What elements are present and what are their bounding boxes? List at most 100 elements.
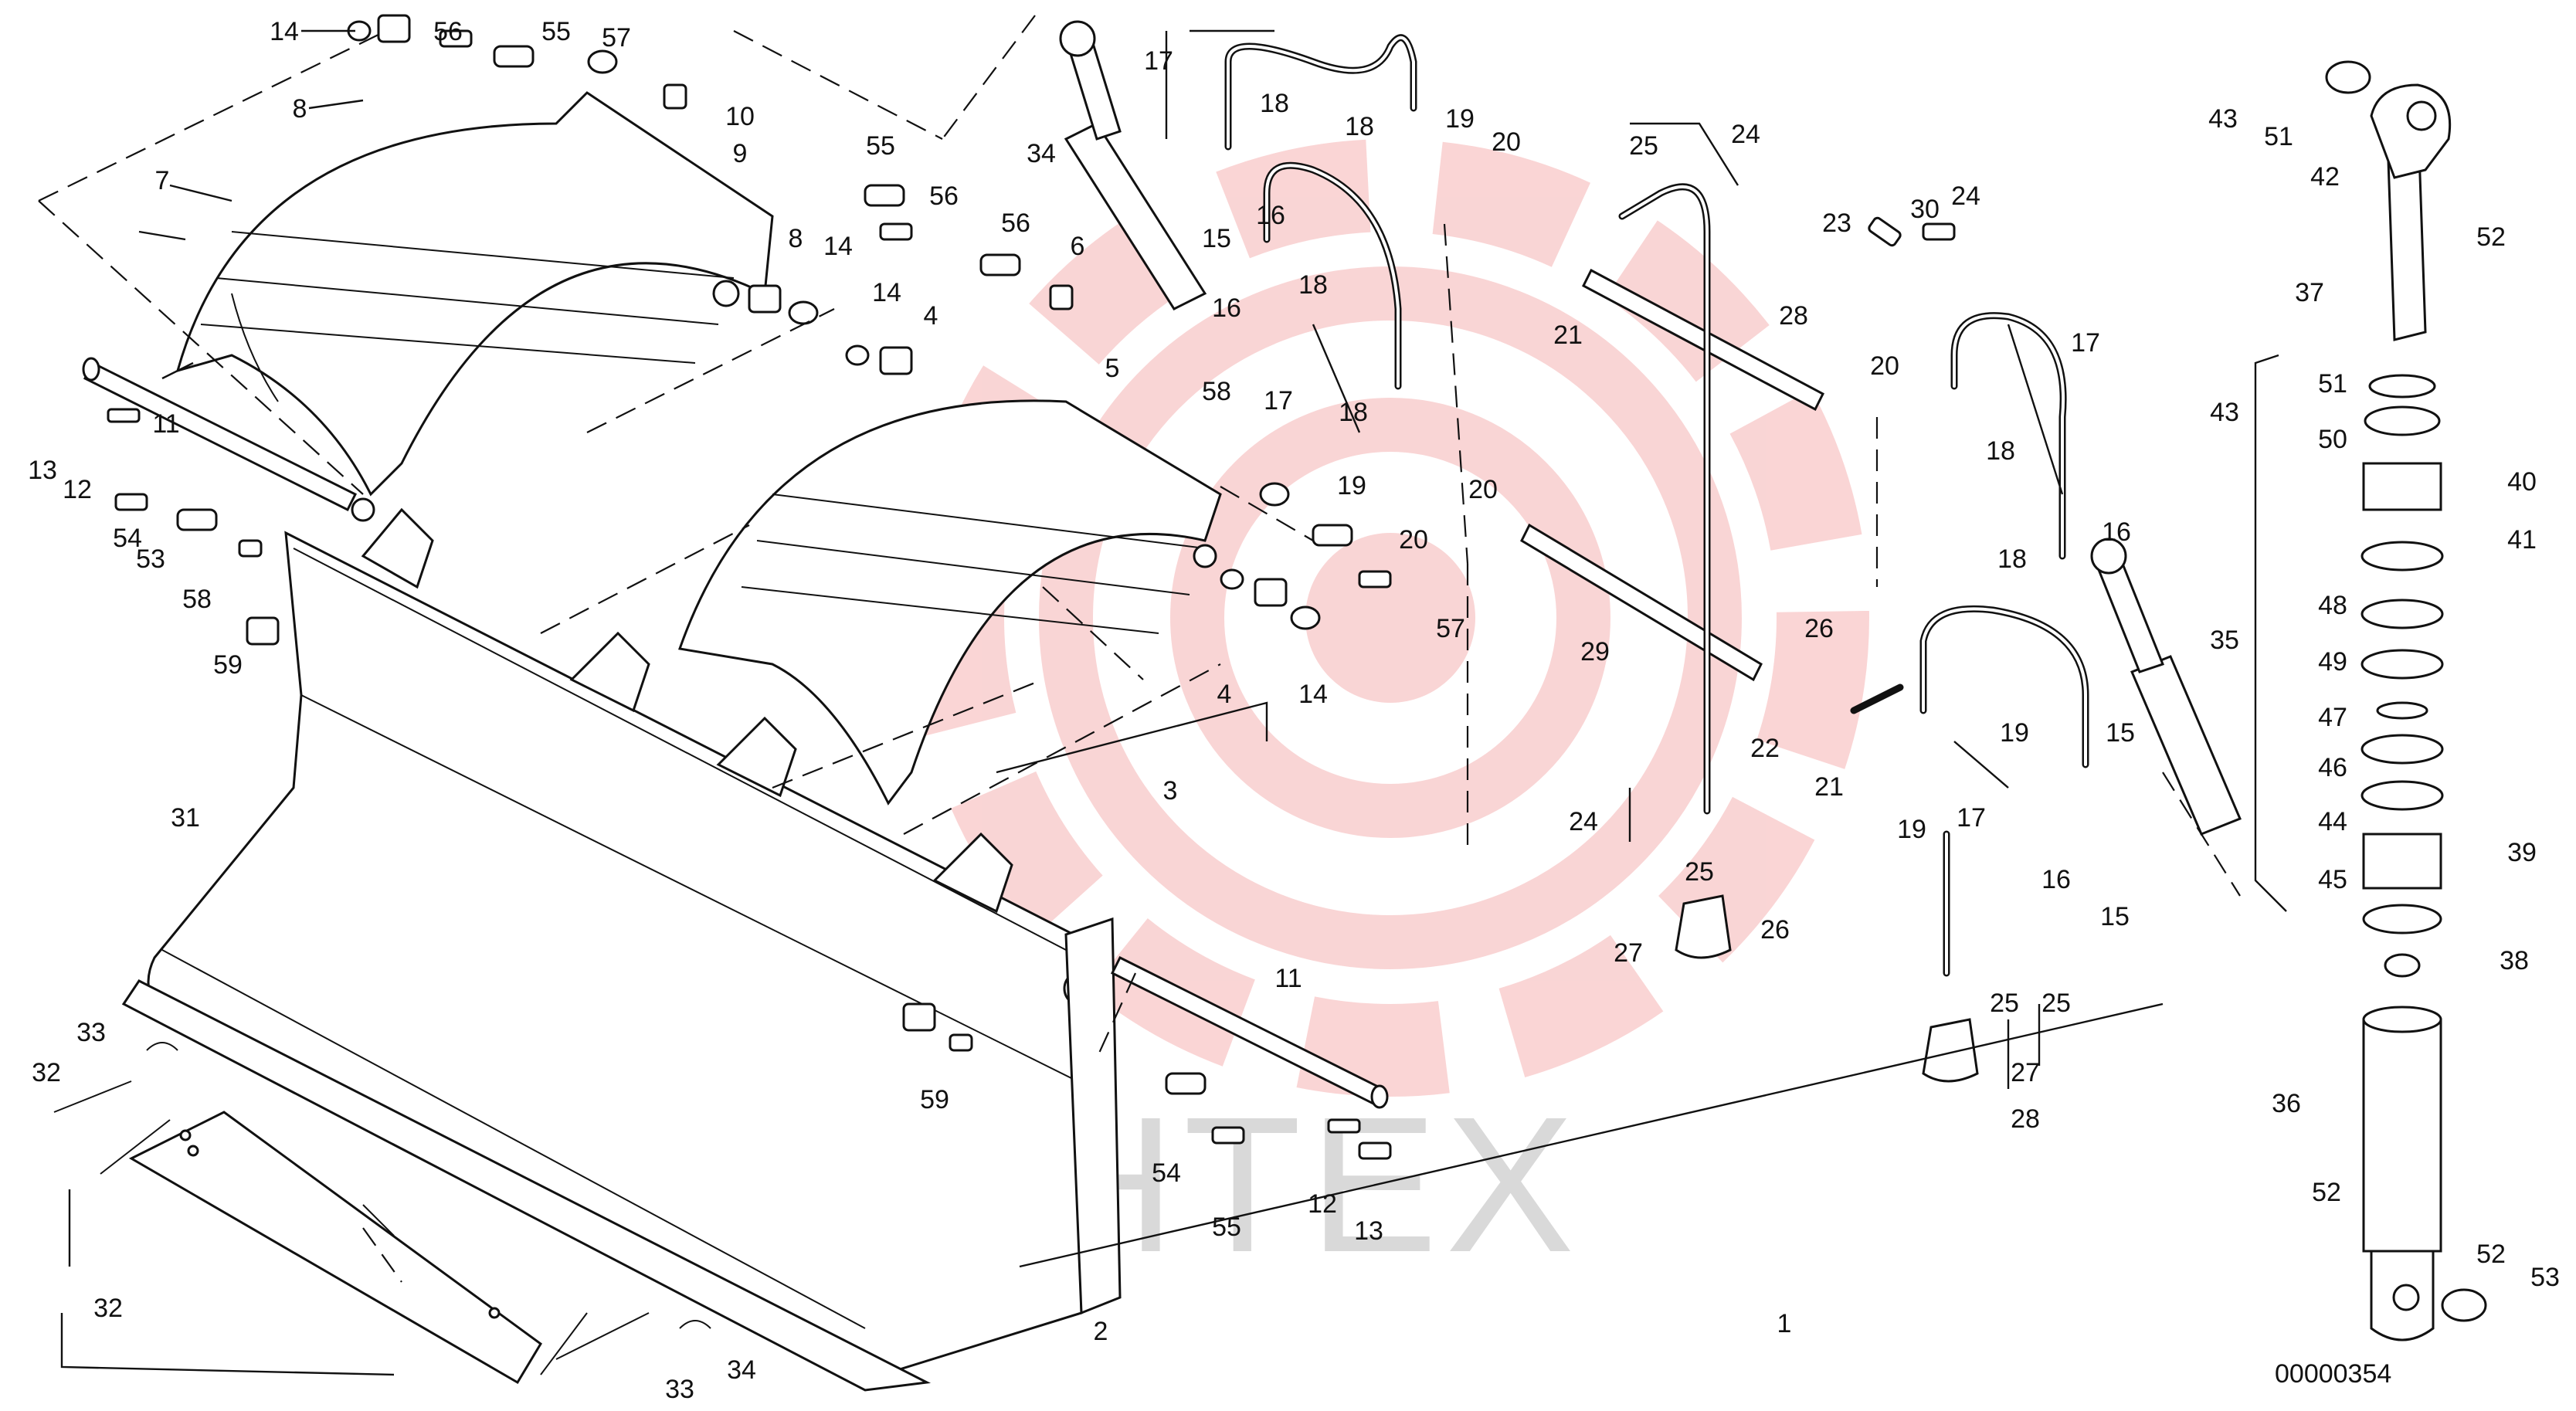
- callout-label: 13: [1354, 1216, 1383, 1246]
- cutting-edge-31: [128, 1111, 542, 1385]
- callout-label: 55: [866, 131, 895, 161]
- callout-label: 43: [2210, 398, 2239, 427]
- callout-label: 21: [1814, 772, 1844, 802]
- callout-label: 14: [872, 278, 901, 307]
- callout-label: 11: [152, 409, 179, 439]
- callout-label: 56: [433, 17, 463, 46]
- callout-label: 25: [1990, 989, 2019, 1018]
- callout-label: 17: [1264, 386, 1293, 415]
- callout-label: 50: [2318, 425, 2347, 454]
- leader-lines: [60, 29, 2287, 1376]
- callout-label: 37: [2295, 278, 2324, 307]
- callout-label: 28: [1779, 301, 1808, 331]
- callout-label: 59: [213, 650, 243, 680]
- callout-label: 19: [1897, 815, 1926, 844]
- small-parts: [107, 14, 1979, 1160]
- callout-label: 28: [2011, 1104, 2040, 1134]
- callout-label: 24: [1569, 807, 1598, 836]
- callout-label: 17: [1957, 803, 1986, 833]
- callout-label: 18: [1345, 112, 1374, 141]
- callout-label: 56: [929, 181, 959, 211]
- callout-label: 40: [2507, 467, 2537, 497]
- callout-label: 47: [2318, 703, 2347, 732]
- callout-label: 29: [1580, 637, 1610, 666]
- drawing-number: 00000354: [2275, 1359, 2391, 1389]
- callout-label: 43: [2208, 104, 2238, 134]
- callout-label: 30: [1910, 195, 1940, 224]
- callout-label: 8: [789, 224, 803, 253]
- callout-label: 26: [1804, 614, 1834, 643]
- callout-label: 24: [1951, 181, 1980, 211]
- callout-label: 16: [2102, 517, 2131, 547]
- callout-label: 2: [1094, 1317, 1108, 1346]
- shaft-11-left: [82, 357, 358, 512]
- callout-label: 14: [823, 232, 853, 261]
- bucket: [121, 507, 1122, 1392]
- callout-label: 55: [541, 17, 571, 46]
- callout-label: 25: [2041, 989, 2071, 1018]
- callout-label: 18: [1260, 89, 1289, 118]
- tube-28-upper: [1582, 268, 1824, 412]
- callout-label: 56: [1001, 209, 1030, 238]
- callout-label: 32: [32, 1058, 61, 1087]
- callout-label: 16: [2041, 865, 2071, 894]
- tube-28-lower: [1520, 523, 1763, 682]
- callout-label: 57: [602, 23, 631, 53]
- callout-label: 21: [1553, 321, 1583, 350]
- callout-label: 32: [93, 1294, 123, 1323]
- callout-label: 17: [2071, 328, 2100, 358]
- callout-label: 22: [1750, 734, 1780, 763]
- callout-label: 19: [2000, 718, 2029, 748]
- callout-label: 27: [1614, 938, 1643, 968]
- callout-label: 14: [270, 17, 299, 46]
- callout-label: 19: [1445, 104, 1475, 134]
- callout-label: 55: [1212, 1213, 1241, 1242]
- callout-label: 52: [2312, 1178, 2341, 1207]
- callout-label: 51: [2264, 122, 2293, 151]
- callout-label: 24: [1731, 120, 1760, 149]
- callout-label: 45: [2318, 865, 2347, 894]
- callout-label: 52: [2476, 222, 2506, 252]
- callout-label: 41: [2507, 525, 2537, 555]
- callout-label: 49: [2318, 647, 2347, 677]
- callout-label: 12: [63, 475, 92, 504]
- callout-label: 5: [1105, 354, 1120, 383]
- callout-label: 12: [1308, 1189, 1337, 1219]
- callout-label: 34: [727, 1355, 756, 1385]
- callout-label: 53: [136, 544, 165, 574]
- callout-label: 17: [1144, 46, 1173, 76]
- callout-label: 10: [725, 102, 755, 131]
- callout-label: 20: [1492, 127, 1521, 157]
- callout-label: 14: [1298, 680, 1328, 709]
- callout-label: 54: [113, 524, 142, 553]
- callout-label: 53: [2530, 1263, 2560, 1292]
- grapple-arm-lower: [677, 399, 1222, 806]
- callout-label: 20: [1399, 525, 1428, 555]
- callout-label: 18: [1298, 270, 1328, 300]
- callout-label: 51: [2318, 369, 2347, 399]
- callout-label: 23: [1822, 209, 1851, 238]
- callout-label: 27: [2011, 1058, 2040, 1087]
- callout-label: 48: [2318, 591, 2347, 620]
- callout-label: 20: [1870, 351, 1899, 381]
- callout-label: 7: [155, 166, 170, 195]
- hydraulic-hoses: [1224, 34, 2089, 977]
- callout-label: 52: [2476, 1240, 2506, 1269]
- callout-label: 15: [2100, 902, 2130, 931]
- grapple-arm-upper: [175, 91, 774, 522]
- cylinder-assembly-42: [2325, 60, 2487, 1341]
- shaft-11-right: [1110, 955, 1389, 1109]
- callout-label: 35: [2210, 626, 2239, 655]
- callout-label: 1: [1777, 1309, 1792, 1338]
- callout-label: 31: [171, 803, 200, 833]
- callout-label: 34: [1027, 139, 1056, 168]
- callout-label: 16: [1212, 293, 1241, 323]
- callout-label: 15: [1202, 224, 1231, 253]
- callout-label: 42: [2310, 162, 2340, 192]
- assembly-dash-lines: [38, 15, 2241, 1283]
- callout-label: 36: [2272, 1089, 2301, 1118]
- callout-label: 58: [182, 585, 212, 614]
- callout-label: 39: [2507, 838, 2537, 867]
- callout-label: 4: [1217, 680, 1232, 709]
